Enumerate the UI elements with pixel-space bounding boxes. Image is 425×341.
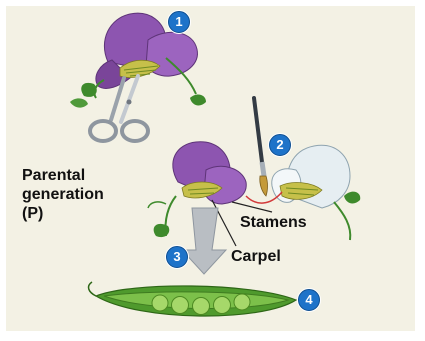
step-3-badge: 3 [166, 246, 188, 268]
step-2-badge: 2 [269, 134, 291, 156]
parental-line-1: Parental [22, 166, 152, 185]
step-1-badge: 1 [168, 11, 190, 33]
stamens-label: Stamens [240, 213, 307, 232]
parental-generation-label: Parental generation (P) [22, 166, 152, 223]
parental-line-3: (P) [22, 204, 152, 223]
carpel-label: Carpel [231, 247, 281, 266]
pea-pod [89, 282, 296, 316]
paintbrush-icon [254, 98, 268, 196]
stamens-pointer [232, 202, 272, 212]
step-4-badge: 4 [298, 289, 320, 311]
down-arrow-icon [182, 208, 226, 274]
parental-line-2: generation [22, 185, 152, 204]
